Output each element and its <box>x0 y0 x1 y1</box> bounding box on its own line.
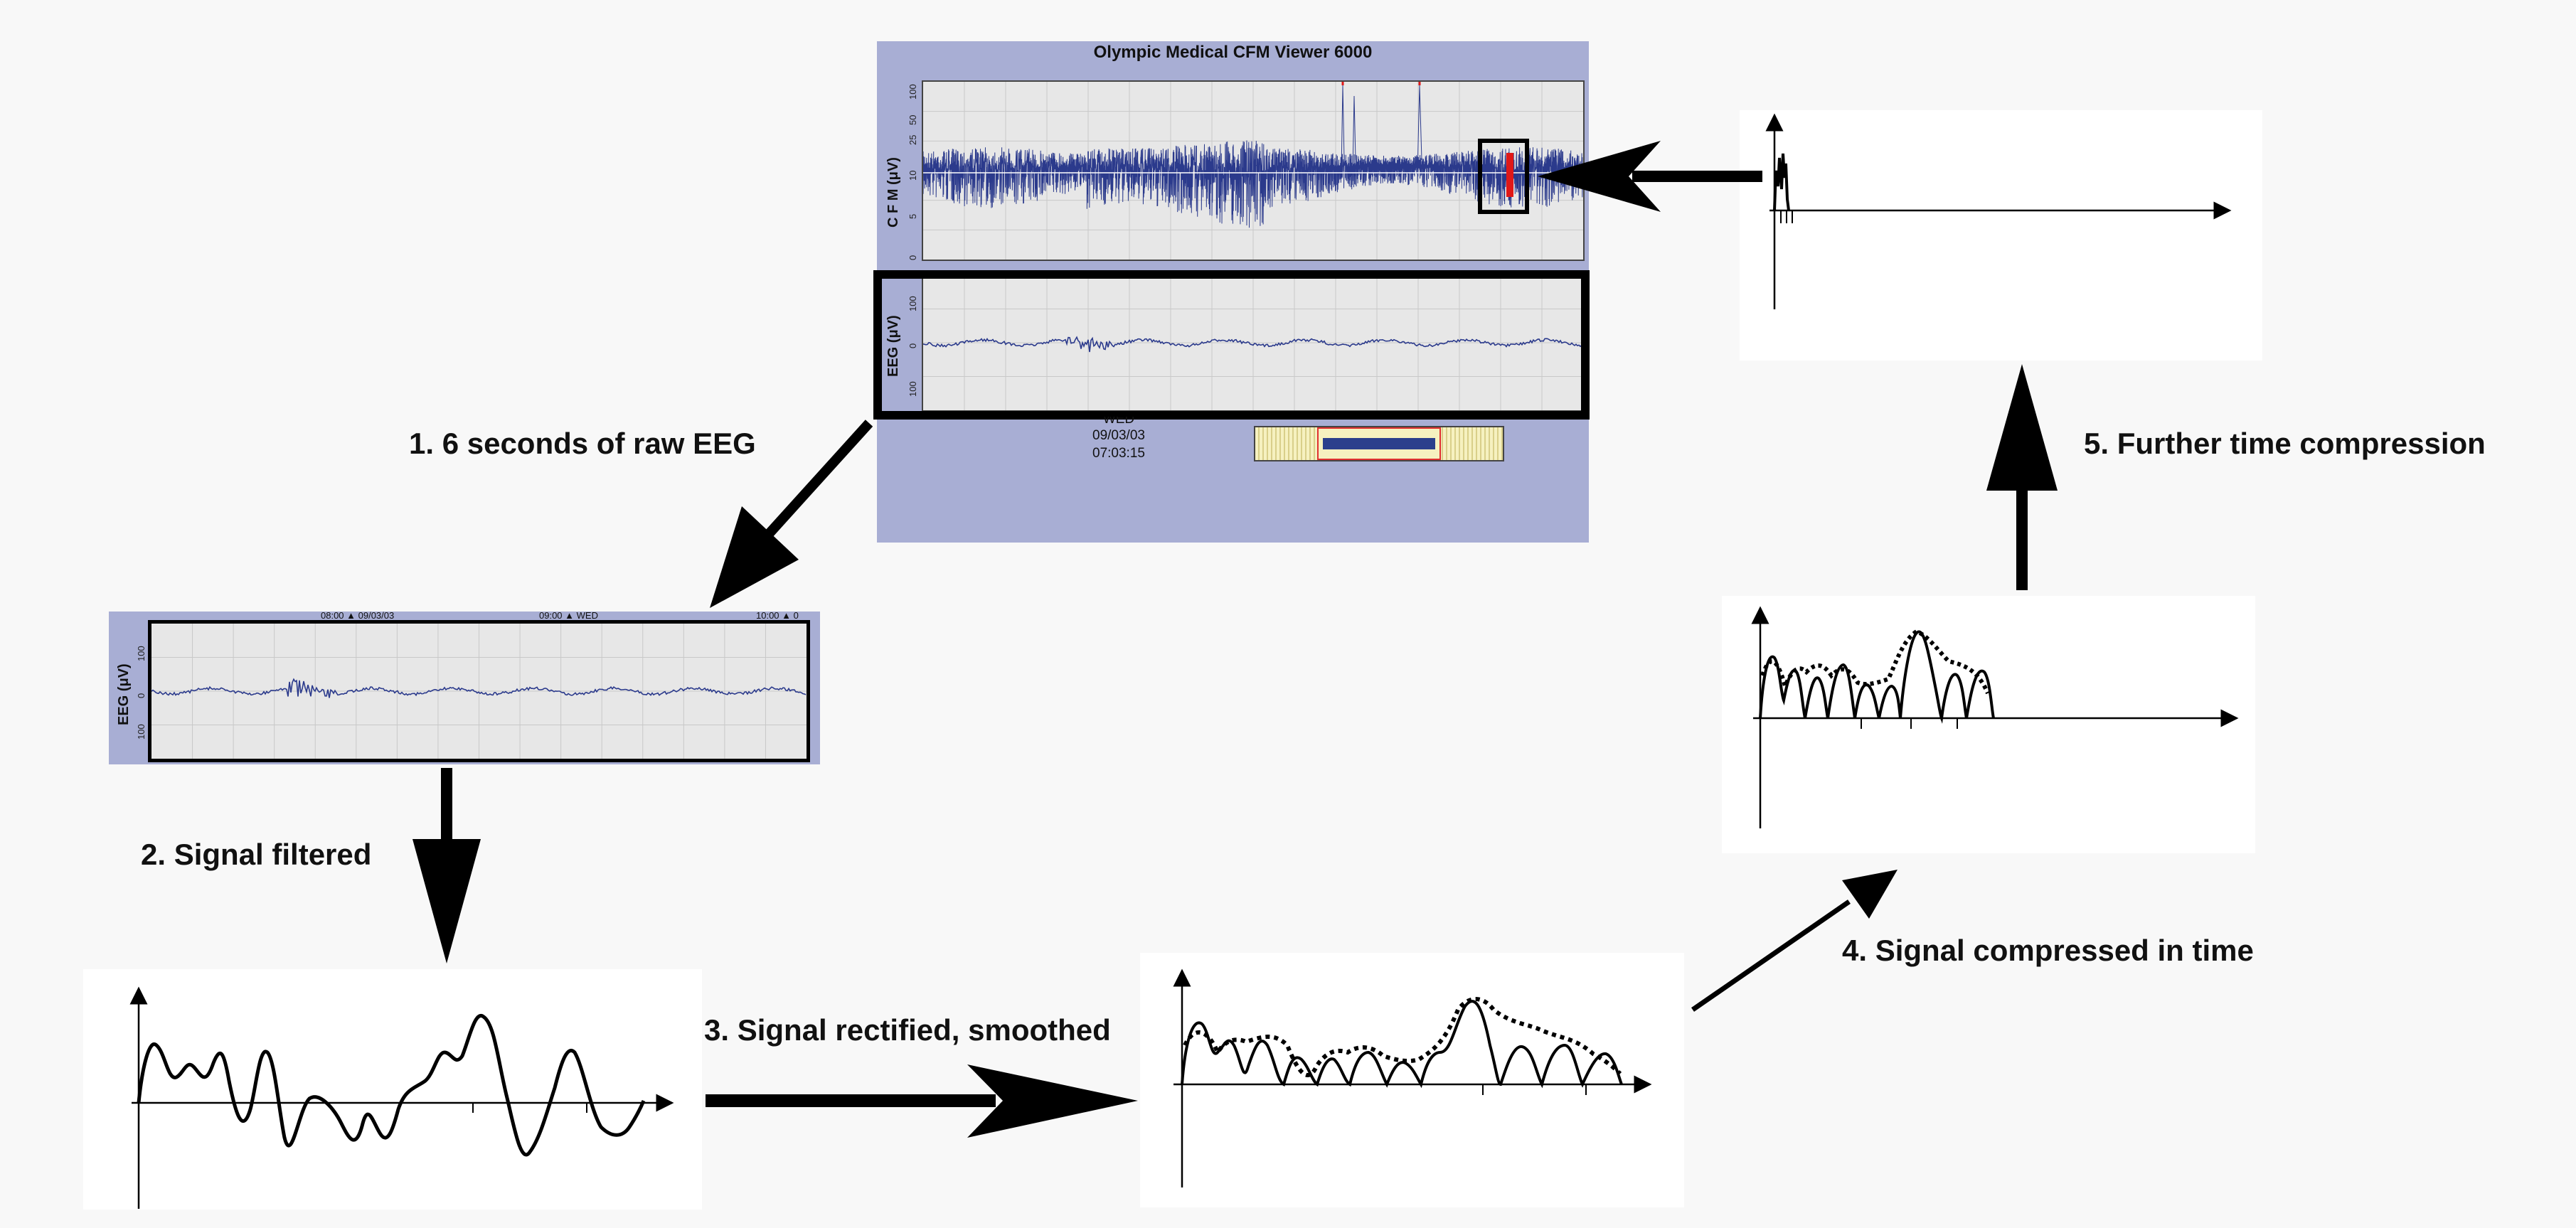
viewer-title: Olympic Medical CFM Viewer 6000 <box>1093 43 1373 62</box>
rectified-signal-panel <box>1140 953 1684 1207</box>
viewer-eeg-selection-frame <box>873 270 1590 420</box>
cfm-tick-25: 25 <box>908 134 918 145</box>
raw-eeg-y-axis-label: EEG (μV) <box>116 663 132 725</box>
compressed-signal-panel <box>1722 596 2255 853</box>
cfm-viewer-window: Olympic Medical CFM Viewer 6000 C F M (μ… <box>873 41 1590 543</box>
viewer-time: 07:03:15 <box>1092 446 1145 461</box>
viewer-day: WED <box>1102 417 1135 427</box>
step4-label: 4. Signal compressed in time <box>1842 934 2254 967</box>
cfm-tick-10: 10 <box>908 170 918 181</box>
viewer-eeg-svg <box>923 275 1583 410</box>
arrow-step5 <box>1986 364 2058 590</box>
raw-eeg-time-label-2: 09:00 ▲ WED <box>539 610 598 621</box>
arrow-step3 <box>706 1064 1138 1138</box>
cfm-selection-box <box>1478 139 1529 214</box>
raw-eeg-svg <box>151 624 807 759</box>
step1-label: 1. 6 seconds of raw EEG <box>409 427 756 460</box>
cfm-tick-50: 50 <box>908 114 918 125</box>
cfm-trace-svg <box>923 82 1583 260</box>
viewer-scroll-bar-fill <box>1323 438 1435 449</box>
cfm-plot <box>922 80 1585 261</box>
viewer-datetime: WED 09/03/03 07:03:15 <box>1062 417 1176 462</box>
step3-label: 3. Signal rectified, smoothed <box>704 1013 1111 1047</box>
cfm-tick-0: 0 <box>908 255 918 260</box>
raw-eeg-tick-top: 100 <box>136 646 147 661</box>
arrow-step2 <box>413 768 481 963</box>
raw-eeg-tick-bottom: 100 <box>136 724 147 740</box>
step5-label: 5. Further time compression <box>2084 427 2486 460</box>
raw-eeg-tick-zero: 0 <box>136 693 147 698</box>
viewer-scrollbar[interactable] <box>1254 426 1504 461</box>
raw-eeg-plot <box>148 620 810 762</box>
further-compressed-panel <box>1740 110 2262 361</box>
viewer-scroll-thumb[interactable] <box>1317 427 1441 460</box>
cfm-red-marker <box>1506 153 1513 197</box>
cfm-tick-100: 100 <box>908 84 918 100</box>
cfm-y-axis-label: C F M (μV) <box>885 157 901 228</box>
viewer-date: 09/03/03 <box>1092 428 1145 443</box>
raw-eeg-grid <box>151 624 807 759</box>
raw-eeg-window: EEG (μV) 100 0 100 08:00 ▲ 09/03/03 09:0… <box>109 610 820 764</box>
viewer-eeg-grid <box>923 275 1583 410</box>
cfm-tick-5: 5 <box>908 213 918 219</box>
filtered-signal-panel <box>83 969 702 1210</box>
raw-eeg-trace <box>151 678 807 698</box>
raw-eeg-time-label-1: 08:00 ▲ 09/03/03 <box>321 610 395 621</box>
viewer-eeg-trace <box>923 336 1583 353</box>
step2-label: 2. Signal filtered <box>141 838 372 871</box>
viewer-eeg-plot <box>922 274 1585 412</box>
raw-eeg-time-label-3: 10:00 ▲ 0 <box>756 610 799 621</box>
